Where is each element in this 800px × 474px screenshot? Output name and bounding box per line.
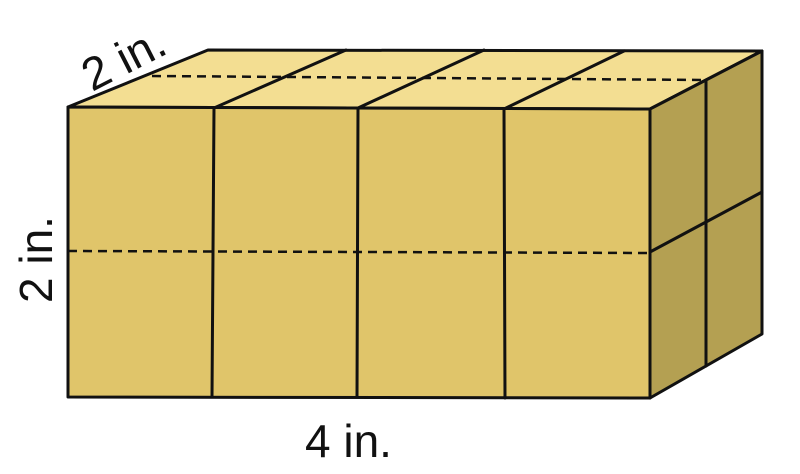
- height-label: 2 in.: [10, 216, 62, 303]
- front-face-dashed-line: [67, 249, 651, 255]
- side-face-cube-edges: [648, 78, 764, 368]
- width-label: 4 in.: [305, 415, 392, 467]
- top-face-dashed-line: [151, 74, 707, 82]
